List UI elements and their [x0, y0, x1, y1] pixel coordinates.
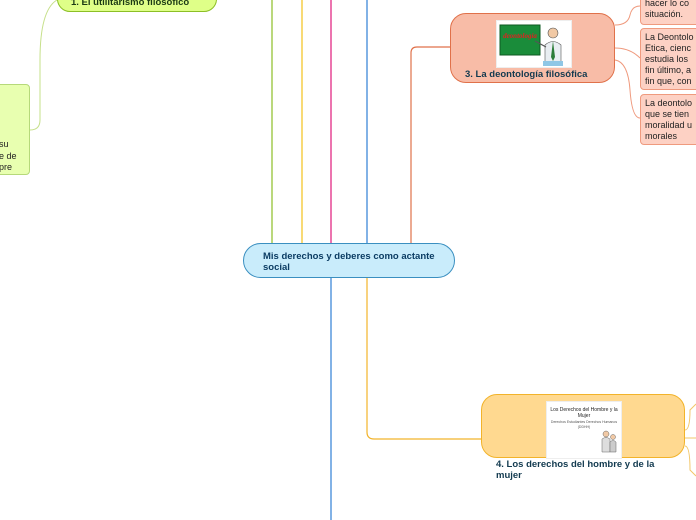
deontologia-image: deontología	[496, 20, 572, 68]
connector-sub-3b	[615, 48, 640, 58]
connector-topic-4	[367, 278, 481, 439]
central-topic[interactable]: Mis derechos y deberes como actante soci…	[243, 243, 455, 278]
derechos-image: Los Derechos del Hombre y la Mujer Derec…	[546, 401, 622, 459]
subtopic-deontologia-1[interactable]: hacer lo co situación.	[640, 0, 696, 25]
teacher-board-icon: deontología	[497, 21, 571, 67]
connector-sub-4c	[685, 446, 696, 476]
subtopic-deontologia-2-text: La Deontolo Etica, cienc estudia los fin…	[645, 32, 694, 87]
left-note-text: su e de pre	[0, 139, 17, 174]
subtopic-deontologia-1-text: hacer lo co situación.	[645, 0, 689, 20]
subtopic-deontologia-3[interactable]: La deontolo que se tien moralidad u mora…	[640, 94, 696, 145]
connector-left-note	[30, 0, 57, 130]
deontologia-board-text: deontología	[503, 32, 537, 40]
connector-topic-3	[411, 47, 450, 243]
central-topic-label: Mis derechos y deberes como actante soci…	[263, 251, 438, 273]
topic-derechos-hombre-mujer[interactable]: Los Derechos del Hombre y la Mujer Derec…	[481, 394, 685, 458]
topic-deontologia[interactable]: deontología 3. La deontología filosófica	[450, 13, 615, 83]
topic-derechos-label: 4. Los derechos del hombre y de la mujer	[496, 459, 676, 481]
subtopic-deontologia-3-text: La deontolo que se tien moralidad u mora…	[645, 98, 692, 142]
topic-utilitarismo-label: 1. El utilitarismo filosófico	[71, 0, 189, 8]
people-illustration-icon	[547, 402, 621, 458]
connector-sub-4a	[685, 404, 696, 430]
topic-deontologia-label: 3. La deontología filosófica	[465, 69, 587, 80]
connector-sub-3a	[615, 6, 640, 25]
topic-utilitarismo[interactable]: 1. El utilitarismo filosófico	[57, 0, 217, 12]
subtopic-deontologia-2[interactable]: La Deontolo Etica, cienc estudia los fin…	[640, 28, 696, 90]
connector-sub-3c	[615, 60, 640, 118]
left-note[interactable]: su e de pre	[0, 84, 30, 175]
